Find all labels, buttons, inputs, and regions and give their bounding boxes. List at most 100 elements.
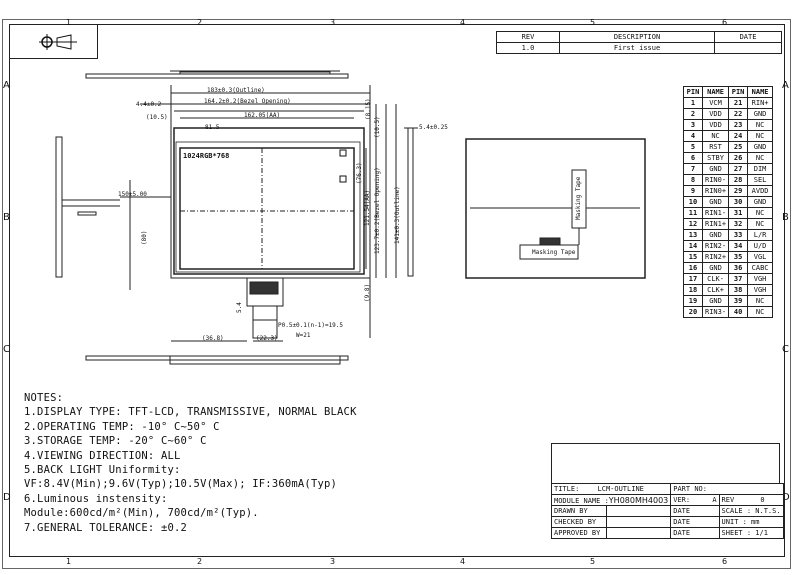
- pin-number: 3: [683, 119, 703, 131]
- pin-number: 24: [728, 130, 749, 142]
- pin-name: L/R: [747, 229, 774, 241]
- pin-number: 26: [728, 152, 749, 164]
- top-step-dim: (8.15): [365, 98, 372, 120]
- pin-number: 21: [728, 97, 749, 109]
- top-tick-label: 3: [330, 18, 336, 27]
- pin-number: 34: [728, 240, 749, 252]
- pin-name: RIN+: [747, 97, 774, 109]
- pin-header-2: PIN: [728, 86, 749, 98]
- pin-name: RIN3-: [701, 306, 730, 318]
- sheet-label: SHEET : 1/1: [718, 527, 784, 539]
- pin-name: RST: [701, 141, 730, 153]
- pin-name: VGH: [747, 284, 774, 296]
- opening-width-dim: 164.2±0.2(Bezel Opening): [204, 98, 291, 105]
- fpc-side-dim: (80): [141, 230, 148, 245]
- pin-name: CLK+: [701, 284, 730, 296]
- pin-number: 1: [683, 97, 703, 109]
- fpc-width-dim: (9.8): [364, 283, 371, 302]
- connector-dim: 5.4: [236, 302, 243, 313]
- note-item: 5.BACK LIGHT Uniformity:: [24, 464, 181, 477]
- row-letter-right: C: [782, 344, 789, 355]
- top-tick-label: 5: [590, 18, 596, 27]
- note-item: 4.VIEWING DIRECTION: ALL: [24, 449, 181, 462]
- title-value: LCM-OUTLINE: [597, 485, 644, 493]
- ver-value: A: [712, 496, 717, 504]
- revision-table: REV DESCRIPTION DATE 1.0 First issue: [496, 31, 782, 54]
- pin-name: GND: [747, 141, 774, 153]
- note-item: 6.Luminous instensity:: [24, 492, 168, 505]
- pin-name: RIN2+: [701, 251, 730, 263]
- pin-number: 40: [728, 306, 749, 318]
- bottom-b-dim: (22.3): [256, 335, 278, 342]
- date-label-2: DATE: [670, 516, 720, 528]
- pin-number: 28: [728, 174, 749, 186]
- pin-number: 22: [728, 108, 749, 120]
- pin-number: 2: [683, 108, 703, 120]
- note-item: VF:8.4V(Min);9.6V(Typ);10.5V(Max); IF:36…: [24, 478, 338, 491]
- resolution-label: 1024RGB*768: [183, 152, 230, 160]
- pin-number: 8: [683, 174, 703, 186]
- pin-name: RIN0-: [701, 174, 730, 186]
- pitch-dim: P0.5±0.1(n-1)=19.5: [278, 322, 344, 329]
- model-label: MODULE NAME :: [554, 496, 609, 505]
- pin-name: GND: [701, 163, 730, 175]
- pin-number: 30: [728, 196, 749, 208]
- pin-name: CABC: [747, 262, 774, 274]
- top-tick-label: 6: [722, 18, 728, 27]
- bottom-a-dim: (36.8): [202, 335, 224, 342]
- pin-name: GND: [701, 295, 730, 307]
- pin-name: VDD: [701, 108, 730, 120]
- pin-name: SEL: [747, 174, 774, 186]
- model-value: YH080MH4003: [608, 495, 669, 505]
- scale-label: SCALE : N.T.S.: [718, 505, 784, 517]
- pin-number: 38: [728, 284, 749, 296]
- drawn-by-label: DRAWN BY: [551, 505, 607, 517]
- left-offset-dim: (10.5): [146, 114, 168, 121]
- bottom-tick-label: 1: [66, 557, 72, 566]
- rev-value: 1.0: [496, 42, 560, 54]
- pin-number: 29: [728, 185, 749, 197]
- row-letter-right: A: [782, 80, 789, 91]
- title-label: TITLE:: [554, 485, 580, 493]
- pin-name: NC: [747, 295, 774, 307]
- unit-label: UNIT : mm: [718, 516, 784, 528]
- pin-number: 27: [728, 163, 749, 175]
- approved-by-label: APPROVED BY: [551, 527, 607, 539]
- pin-name: GND: [701, 229, 730, 241]
- note-item: 1.DISPLAY TYPE: TFT-LCD, TRANSMISSIVE, N…: [24, 406, 357, 419]
- top-tick-label: 4: [460, 18, 466, 27]
- height-half-dim: (76.3): [356, 162, 363, 184]
- pin-number: 7: [683, 163, 703, 175]
- pin-name: DIM: [747, 163, 774, 175]
- active-width-dim: 162.05(AA): [244, 112, 281, 119]
- top-tick-label: 1: [66, 18, 72, 27]
- name-header-2: NAME: [747, 86, 774, 98]
- note-item: 7.GENERAL TOLERANCE: ±0.2: [24, 521, 188, 534]
- note-item: 3.STORAGE TEMP: -20° C~60° C: [24, 435, 207, 448]
- bottom-tick-label: 5: [590, 557, 596, 566]
- outer-frame: [2, 19, 791, 569]
- pin-name: NC: [747, 130, 774, 142]
- pin-name: NC: [747, 306, 774, 318]
- pin-number: 25: [728, 141, 749, 153]
- pin-name: NC: [747, 207, 774, 219]
- pin-name: VGL: [747, 251, 774, 263]
- name-header: NAME: [701, 86, 730, 98]
- pin-name: RIN1-: [701, 207, 730, 219]
- pin-name: RIN1+: [701, 218, 730, 230]
- notes-block: NOTES: 1.DISPLAY TYPE: TFT-LCD, TRANSMIS…: [24, 391, 357, 535]
- pin-number: 11: [683, 207, 703, 219]
- pin-number: 39: [728, 295, 749, 307]
- pin-name: CLK-: [701, 273, 730, 285]
